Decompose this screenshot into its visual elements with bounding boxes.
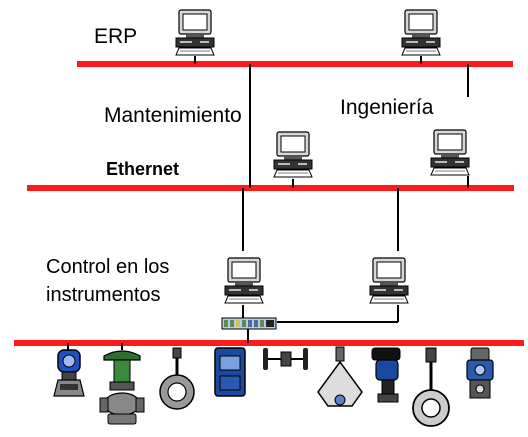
control-label-line1: Control en los xyxy=(46,256,170,278)
level-transmitter-icon xyxy=(466,347,494,399)
workstation-icon xyxy=(401,9,441,56)
erp-label: ERP xyxy=(94,25,138,48)
workstation-icon xyxy=(369,257,409,304)
transmitter-icon xyxy=(53,343,85,397)
control-valve-icon xyxy=(99,343,145,425)
plc-controller-icon xyxy=(221,317,277,330)
control-label-line2: instrumentos xyxy=(46,284,161,306)
workstation-icon xyxy=(273,131,313,178)
workstation-icon xyxy=(175,9,215,56)
analyzer-icon xyxy=(214,347,246,397)
ingenieria-label: Ingeniería xyxy=(340,96,434,119)
workstation-icon xyxy=(224,257,264,304)
pressure-transmitter-icon xyxy=(371,347,401,403)
inline-sensor-icon xyxy=(263,348,308,370)
control-instruments-label: Control en los instrumentos xyxy=(46,253,169,309)
flowmeter-icon xyxy=(159,347,195,410)
workstation-icon xyxy=(430,129,470,176)
ethernet-label: Ethernet xyxy=(106,159,180,179)
load-cell-icon xyxy=(317,346,363,407)
mantenimiento-label: Mantenimiento xyxy=(104,104,242,127)
orifice-plate-icon xyxy=(412,347,450,427)
